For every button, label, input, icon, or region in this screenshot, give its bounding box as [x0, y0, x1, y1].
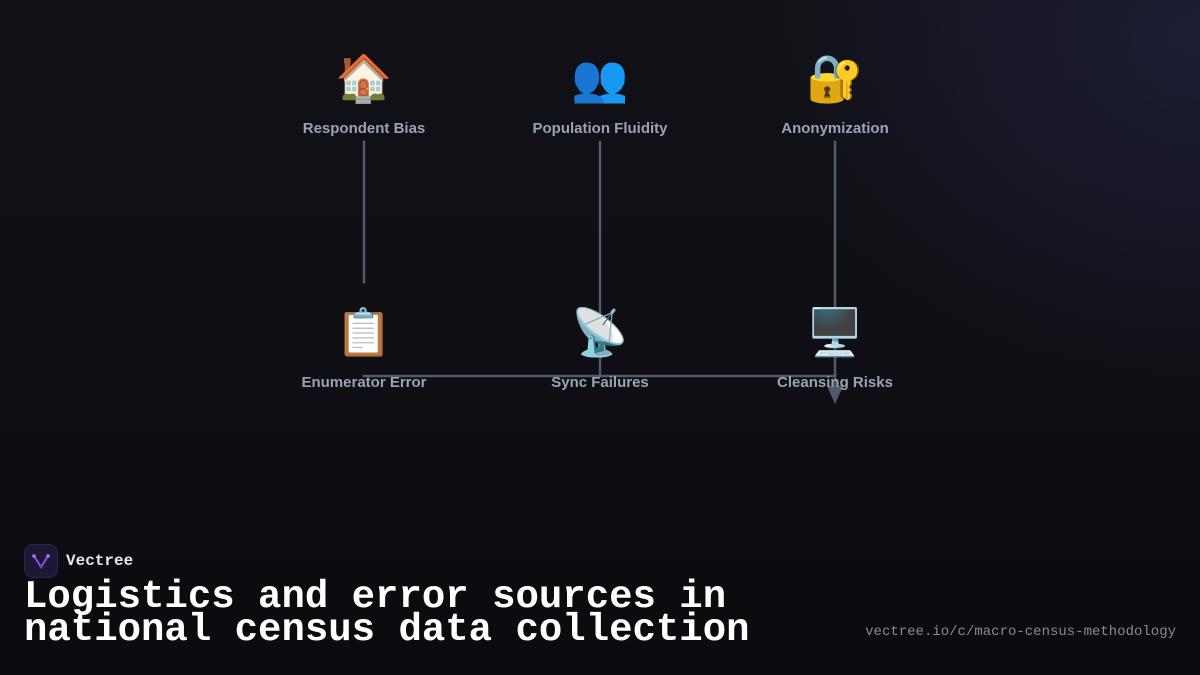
connector-arrowhead: [827, 386, 843, 404]
house-icon: 🏠: [335, 51, 393, 105]
vectree-logo-icon: [24, 544, 58, 578]
node-label: Sync Failures: [551, 374, 649, 391]
vectree-logo-mark: [32, 554, 50, 569]
node-label: Respondent Bias: [302, 120, 426, 137]
node-respondent-bias: 🏠 Respondent Bias: [254, 48, 474, 137]
clipboard-icon: 📋: [335, 305, 393, 359]
brand[interactable]: Vectree: [24, 544, 133, 578]
node-label: Population Fluidity: [532, 120, 668, 137]
node-population-fluidity: 👥 Population Fluidity: [490, 48, 710, 137]
people-icon: 👥: [571, 51, 629, 105]
locked-with-key-icon: 🔐: [806, 51, 864, 105]
desktop-computer-icon: 🖥️: [806, 305, 864, 359]
page-title: Logistics and error sources in national …: [24, 575, 750, 652]
node-anonymization: 🔐 Anonymization: [725, 48, 945, 137]
source-url[interactable]: vectree.io/c/macro-census-methodology: [865, 624, 1176, 640]
node-cleansing-risks: 🖥️ Cleansing Risks: [725, 302, 945, 391]
node-label: Cleansing Risks: [777, 374, 893, 391]
satellite-antenna-icon: 📡: [571, 305, 629, 359]
node-label: Enumerator Error: [301, 374, 427, 391]
node-sync-failures: 📡 Sync Failures: [490, 302, 710, 391]
node-enumerator-error: 📋 Enumerator Error: [254, 302, 474, 391]
brand-name: Vectree: [66, 552, 134, 570]
node-label: Anonymization: [781, 120, 889, 137]
